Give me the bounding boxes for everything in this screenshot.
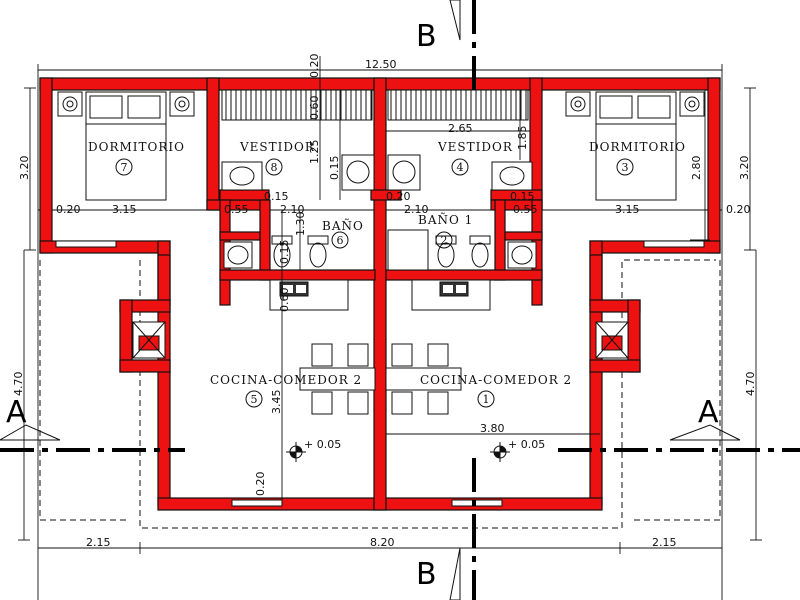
- dim-row-dorm-left: 3.15: [112, 203, 137, 216]
- dim-bottom-right: 2.15: [652, 536, 677, 549]
- room-name-vestidor-right: VESTIDOR: [437, 140, 513, 154]
- room-number-6: 6: [337, 234, 344, 247]
- dim-bottom-left: 2.15: [86, 536, 111, 549]
- room-name-dormitorio-right: DORMITORIO: [589, 140, 686, 154]
- dim-shelf-depth: 0.15: [328, 156, 341, 181]
- room-number-2: 2: [441, 234, 448, 247]
- dim-right-upper-depth: 1.85: [516, 126, 529, 151]
- dim-row-bath-left: 2.10: [280, 203, 305, 216]
- bed-left: [57, 91, 195, 201]
- section-a-left-label: A: [6, 395, 27, 430]
- eave-dashed-lines: [39, 259, 721, 529]
- dim-small-wall-center: 0.20: [386, 190, 411, 203]
- dim-row-left-wall: 0.20: [56, 203, 81, 216]
- room-number-circles: [115, 158, 634, 408]
- dim-small-wall-left: 0.15: [264, 190, 289, 203]
- dim-closet-depth: 0.60: [308, 96, 321, 121]
- room-number-7: 7: [121, 161, 128, 174]
- room-number-5: 5: [251, 393, 258, 406]
- closets: [221, 89, 529, 121]
- level-marker-right: [490, 442, 510, 462]
- internal-dimension-lines: [281, 56, 710, 500]
- room-number-1: 1: [483, 393, 490, 406]
- room-name-bano-right: BAÑO 1: [418, 212, 473, 227]
- section-b-bottom-label: B: [416, 557, 437, 592]
- dim-right-wing-height: 4.70: [744, 372, 757, 397]
- dim-bottom-wall: 0.20: [254, 472, 267, 497]
- dim-small-wall-right: 0.15: [510, 190, 535, 203]
- bed-right: [565, 91, 705, 201]
- dim-row-bath-right: 2.10: [404, 203, 429, 216]
- dining-table-right: [385, 343, 462, 415]
- room-name-cocina-left: COCINA-COMEDOR 2: [210, 373, 362, 387]
- chimney-symbols: [132, 321, 629, 359]
- dim-bottom-center: 8.20: [370, 536, 395, 549]
- room-name-bano-left: BAÑO: [322, 218, 364, 233]
- section-a-right-label: A: [698, 395, 719, 430]
- room-name-cocina-right: COCINA-COMEDOR 2: [420, 373, 572, 387]
- dim-row-closet-right: 0.55: [513, 203, 538, 216]
- dim-vestidor-depth: 1.25: [308, 140, 321, 165]
- bath-fixtures: [223, 229, 537, 271]
- dim-top-wall: 0.20: [308, 54, 321, 79]
- room-name-dormitorio-left: DORMITORIO: [88, 140, 185, 154]
- dim-row-dorm-right: 3.15: [615, 203, 640, 216]
- room-name-vestidor-left: VESTIDOR: [239, 140, 315, 154]
- dim-counter-depth: 0.60: [278, 288, 291, 313]
- dim-kitchen-right-width: 3.80: [480, 422, 505, 435]
- dim-dorm-right-depth: 2.80: [690, 156, 703, 181]
- room-number-4: 4: [457, 161, 464, 174]
- kitchen-counters: [269, 279, 491, 311]
- dining-table-left: [299, 343, 376, 415]
- dim-kitchen-depth: 3.45: [270, 390, 283, 415]
- dim-bath-wall: 0.15: [278, 240, 291, 265]
- dim-left-wing-height: 4.70: [12, 372, 25, 397]
- section-b-top-label: B: [416, 19, 437, 54]
- room-number-3: 3: [622, 161, 629, 174]
- dim-row-closet-left: 0.55: [224, 203, 249, 216]
- dim-right-upper-width: 2.65: [448, 122, 473, 135]
- dim-row-right-wall: 0.20: [726, 203, 751, 216]
- vanities: [221, 154, 533, 191]
- room-number-8: 8: [271, 161, 278, 174]
- level-marker-left: [286, 442, 306, 462]
- dim-total-width: 12.50: [365, 58, 397, 71]
- dim-right-height: 3.20: [738, 156, 751, 181]
- level-label-right: + 0.05: [508, 438, 545, 451]
- level-label-left: + 0.05: [304, 438, 341, 451]
- dim-bath-depth: 1.30: [294, 212, 307, 237]
- dim-left-height: 3.20: [18, 156, 31, 181]
